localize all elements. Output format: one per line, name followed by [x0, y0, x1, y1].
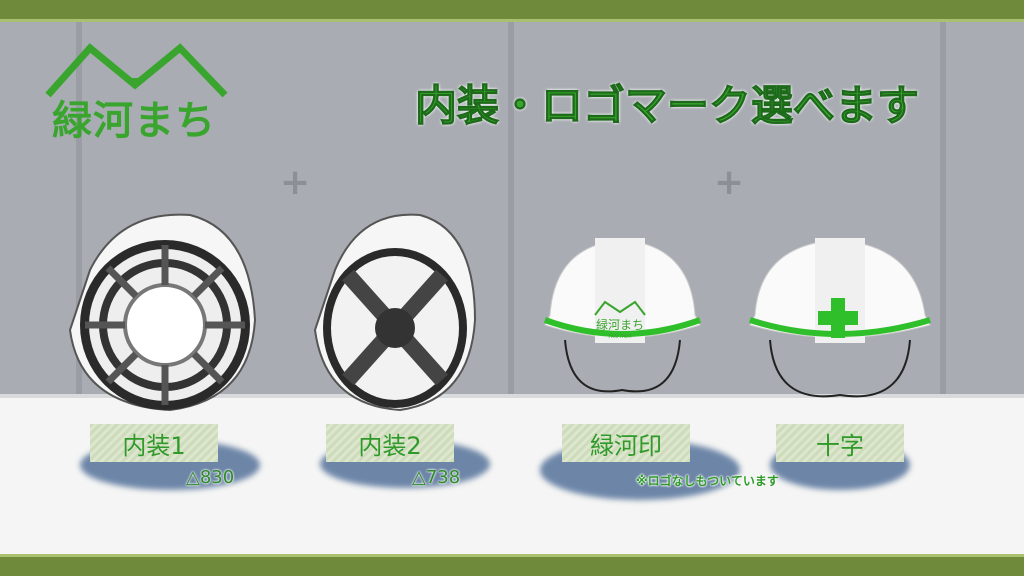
- helmet-cross-icon: [749, 238, 931, 398]
- helmet-interior-ring-icon: [68, 213, 257, 412]
- pillar: [940, 22, 946, 394]
- helmet-interior-cross-icon: [313, 213, 477, 412]
- item-label: 十字: [776, 424, 904, 462]
- item-label: 内装1: [90, 424, 218, 462]
- item-price: △738: [412, 467, 461, 488]
- plus-icon: +: [280, 162, 311, 203]
- logo-text: 緑河まち: [52, 98, 216, 144]
- pillar: [508, 22, 514, 394]
- decal-subtext: FAN ITEM: [608, 334, 631, 340]
- logo-mountains-icon: [45, 43, 228, 98]
- plus-icon: +: [714, 162, 745, 203]
- decal-text: 緑河まち: [596, 317, 644, 332]
- bottom-bar: [0, 554, 1024, 576]
- item-price: △830: [186, 467, 235, 488]
- item-label: 緑河印: [562, 424, 690, 462]
- item-label: 内装2: [326, 424, 454, 462]
- note-text: ※ロゴなしもついています: [636, 474, 779, 488]
- helmet-logo-icon: 緑河まち FAN ITEM: [543, 238, 702, 393]
- top-bar: [0, 0, 1024, 22]
- pillar: [76, 22, 82, 394]
- page-title: 内装・ロゴマーク選べます: [414, 81, 920, 131]
